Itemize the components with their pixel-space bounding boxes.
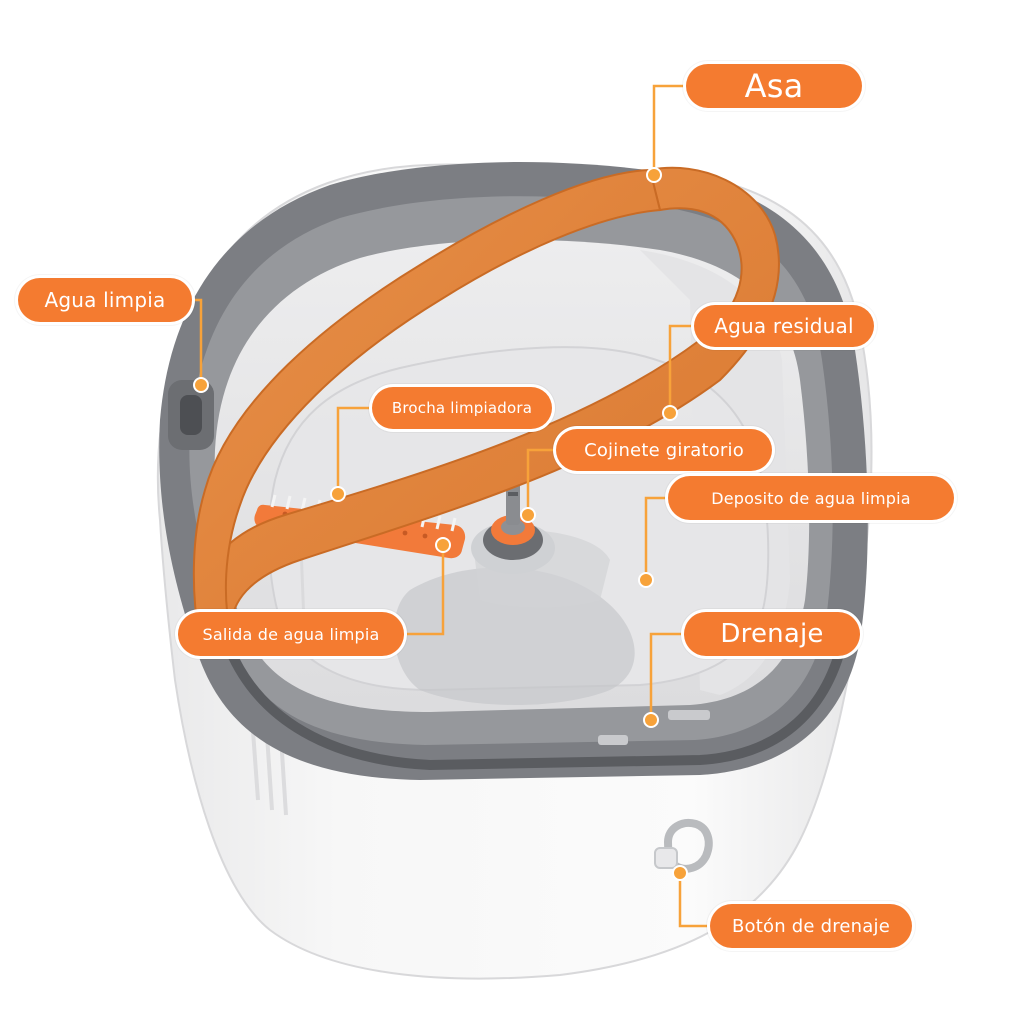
label-agua-limpia: Agua limpia: [18, 278, 192, 322]
label-cojinete-giratorio: Cojinete giratorio: [556, 429, 772, 471]
label-drenaje: Drenaje: [684, 612, 860, 656]
label-brocha-limpiadora: Brocha limpiadora: [372, 387, 552, 429]
drain-slots: [598, 710, 710, 745]
leader-lines: [190, 84, 715, 928]
label-agua-residual: Agua residual: [694, 305, 874, 347]
label-deposito-agua-limpia: Deposito de agua limpia: [668, 476, 954, 520]
label-salida-agua-limpia: Salida de agua limpia: [178, 612, 404, 656]
label-asa: Asa: [686, 64, 862, 108]
drain-button: [654, 819, 713, 873]
label-boton-drenaje: Botón de drenaje: [710, 904, 912, 948]
leader-dots: [193, 167, 688, 881]
rim-lip: [225, 625, 850, 771]
rotating-bearing: [471, 475, 555, 574]
